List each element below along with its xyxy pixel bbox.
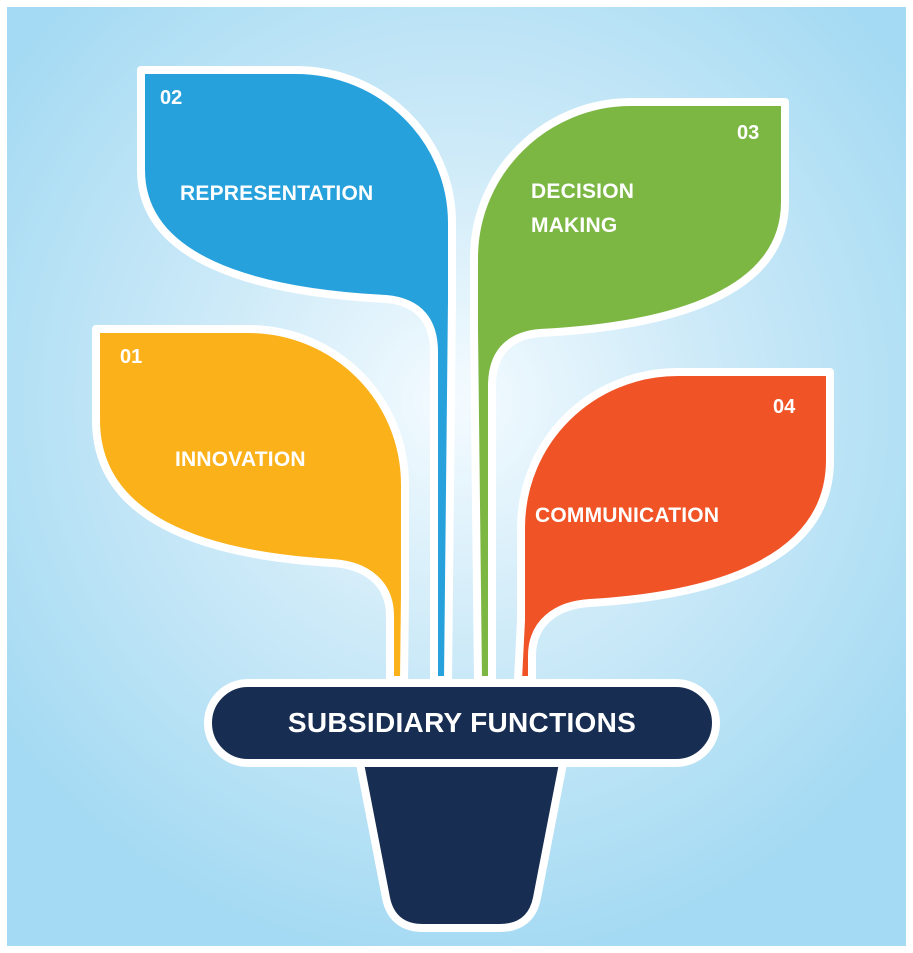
leaf-innovation — [92, 325, 409, 684]
leaf-communication-shape — [514, 368, 834, 684]
leaf-decision-making — [470, 98, 789, 684]
leaf-representation-shape — [137, 66, 456, 684]
leaf-communication — [514, 368, 834, 684]
leaf-representation-title: REPRESENTATION — [180, 182, 374, 205]
leaf-communication-title: COMMUNICATION — [535, 504, 720, 527]
leaf-representation-number: 02 — [160, 87, 183, 109]
pot-body — [353, 744, 570, 932]
pot-label: SUBSIDIARY FUNCTIONS — [287, 707, 637, 738]
leaf-decision-making-title: DECISION MAKING — [531, 180, 635, 237]
leaf-communication-number: 04 — [773, 396, 796, 418]
leaf-representation — [137, 66, 456, 684]
leaf-innovation-title: INNOVATION — [175, 448, 306, 471]
leaf-decision-making-number: 03 — [737, 122, 760, 144]
leaf-innovation-shape — [92, 325, 409, 684]
leaf-innovation-number: 01 — [120, 346, 143, 368]
leaf-decision-making-shape — [470, 98, 789, 684]
pot-rim — [204, 679, 720, 767]
